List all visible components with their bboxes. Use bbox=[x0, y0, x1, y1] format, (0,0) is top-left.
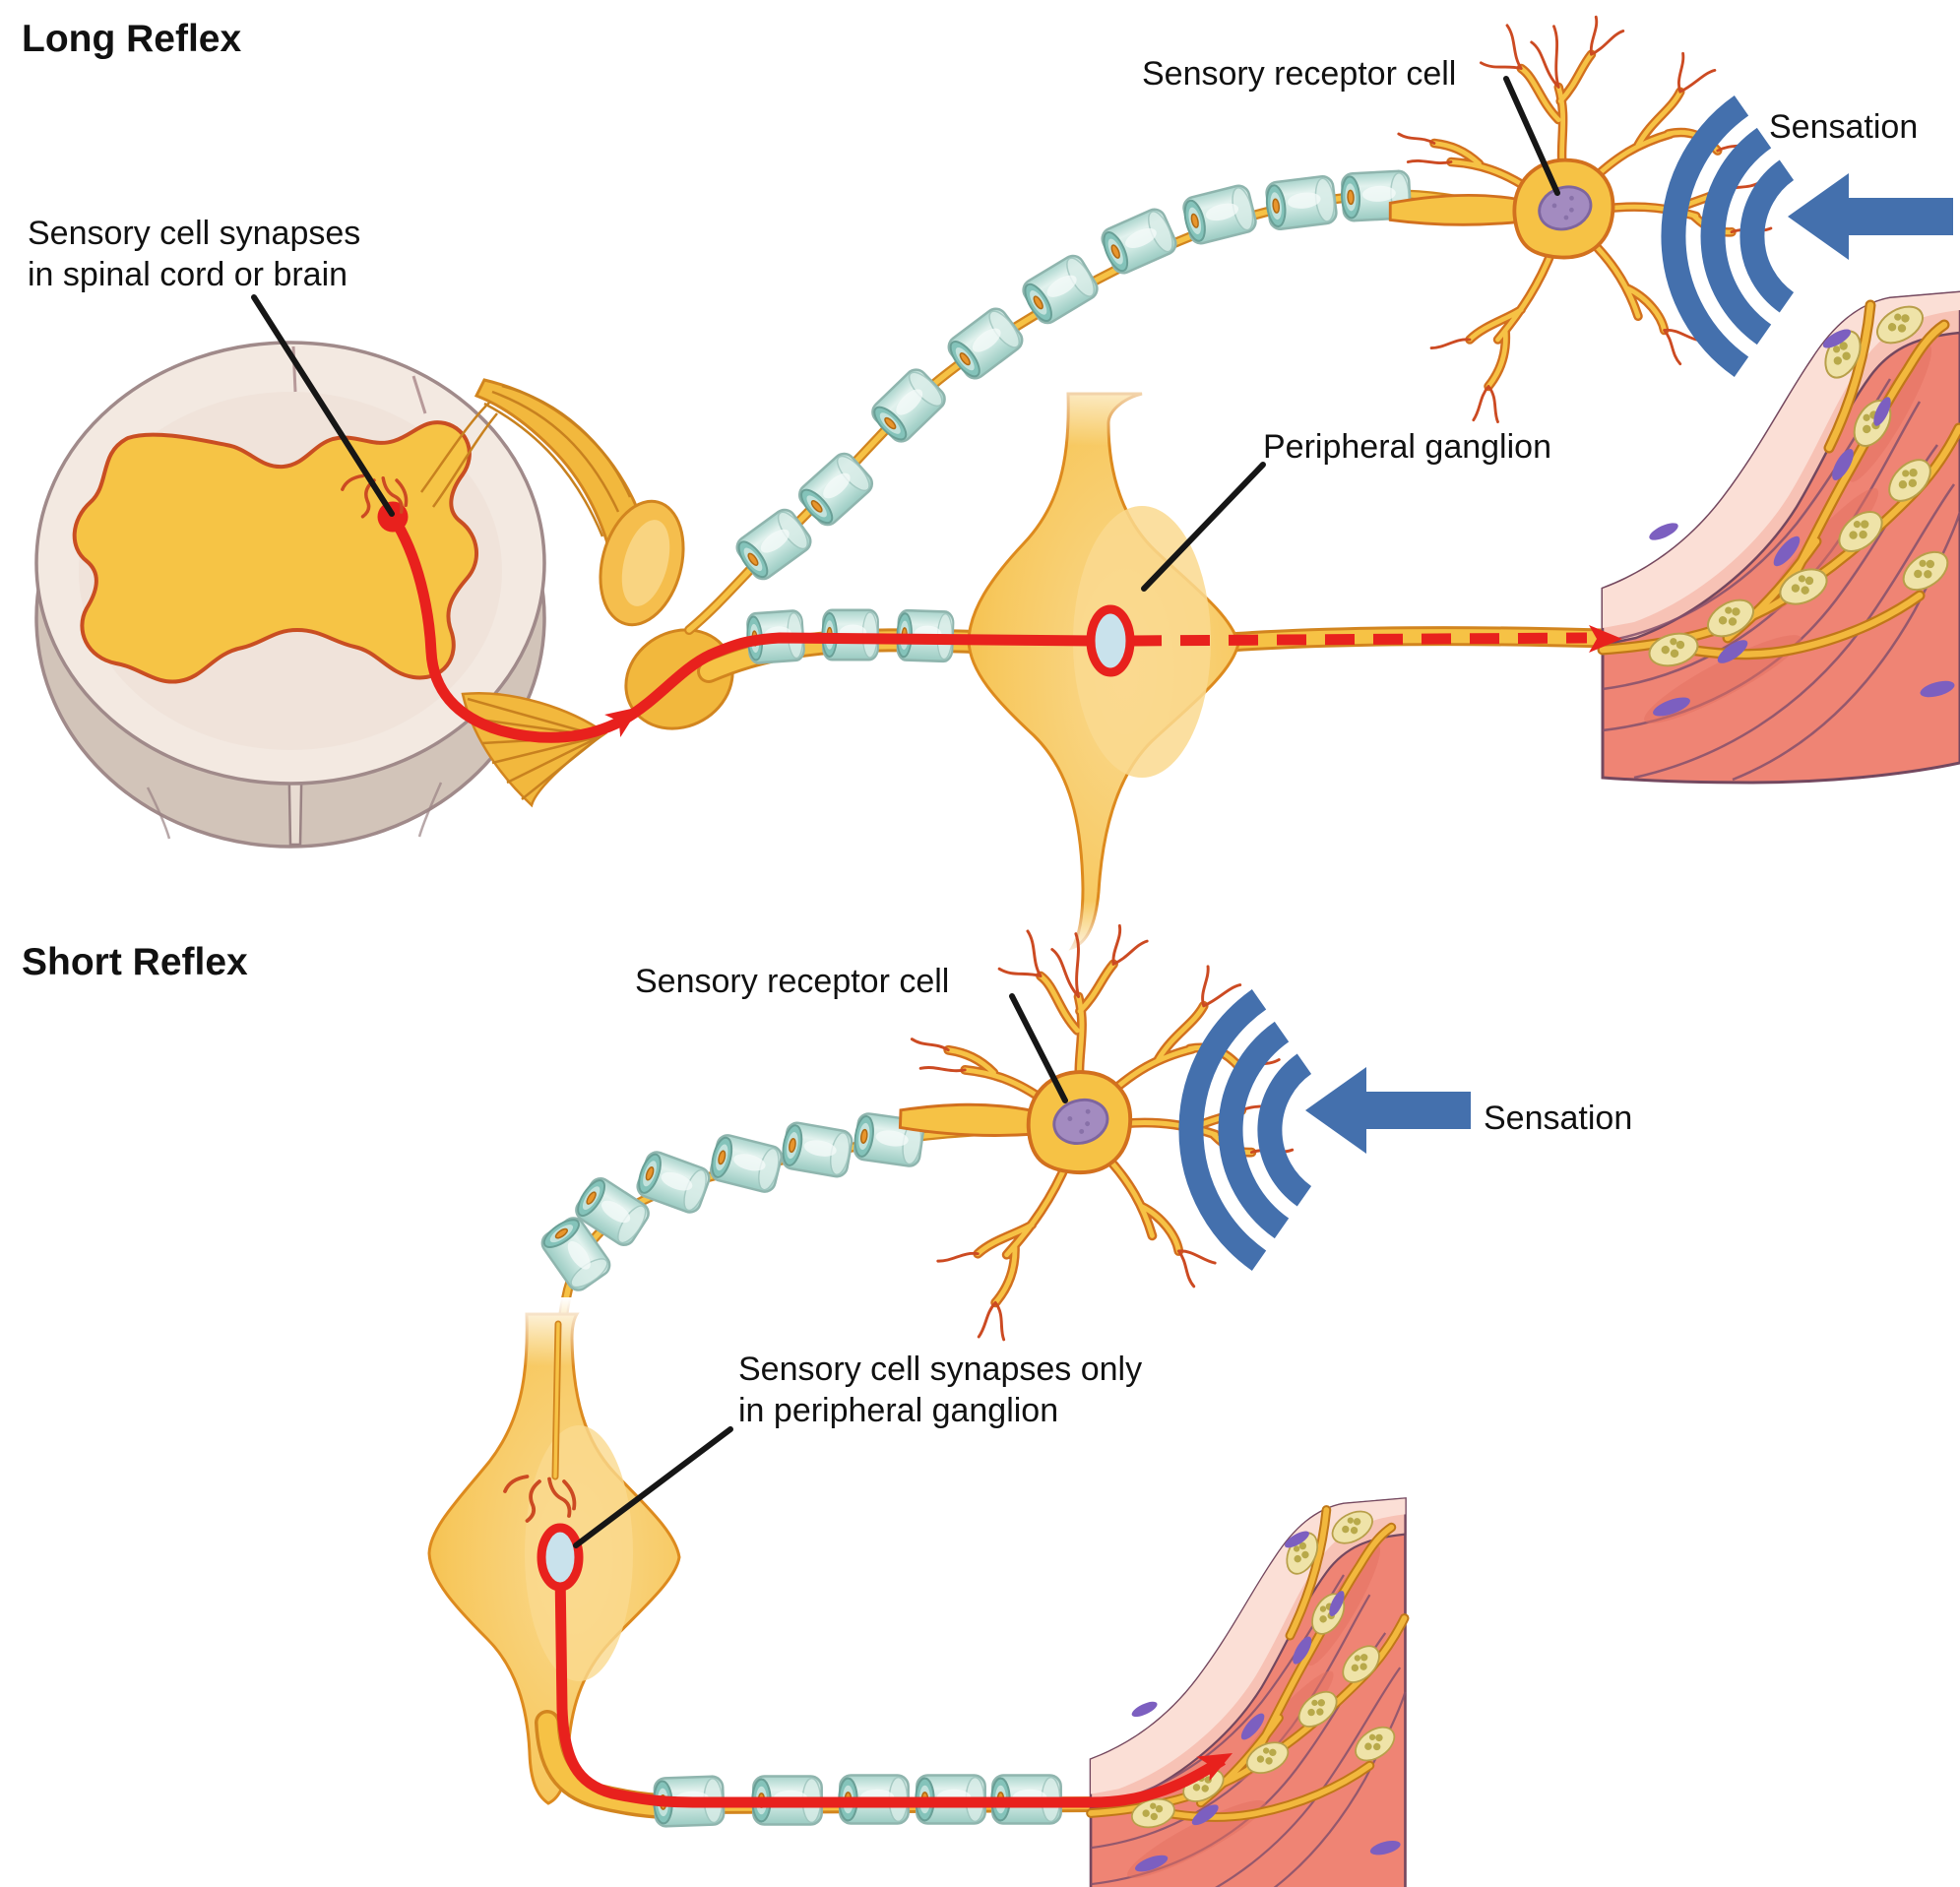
postganglionic-dashed-path bbox=[1131, 632, 1588, 647]
cord-fissure-groove bbox=[146, 782, 443, 840]
spinal-synapse-label-line1: Sensory cell synapses bbox=[28, 215, 360, 252]
pointer-line bbox=[251, 294, 395, 517]
spinal-cord-cross-section bbox=[34, 341, 546, 849]
ganglion-passing-synapse bbox=[1086, 604, 1135, 677]
spinal-nerve-roots bbox=[419, 378, 734, 808]
sensation-label-long: Sensation bbox=[1769, 108, 1918, 146]
dorsal-root-sheath-highlight bbox=[621, 520, 670, 606]
spinal-cord-synapse-dot bbox=[377, 501, 409, 533]
ganglion-synapse-label-line1: Sensory cell synapses only bbox=[738, 1351, 1142, 1388]
reflex-pathway-long bbox=[341, 473, 1622, 743]
ganglion-synapse-label-line2: in peripheral ganglion bbox=[738, 1392, 1058, 1429]
pathway-arrowhead bbox=[604, 707, 640, 737]
target-muscle-short bbox=[1091, 1499, 1405, 1887]
sensory-receptor-label-short: Sensory receptor cell bbox=[635, 963, 949, 1000]
pointer-line bbox=[1009, 993, 1068, 1103]
ganglion-bottom-fade bbox=[1048, 901, 1117, 960]
reflex-pathway-short bbox=[537, 1523, 1233, 1808]
sensation-icon-short bbox=[1191, 999, 1471, 1260]
short-reflex-section: Short Reflex Sensory receptor cell Sensa… bbox=[22, 918, 1632, 1887]
ganglion-top-fade bbox=[1039, 362, 1167, 446]
pathway-arrowhead bbox=[1196, 1753, 1233, 1782]
short-reflex-title: Short Reflex bbox=[22, 941, 248, 983]
peripheral-ganglion-label: Peripheral ganglion bbox=[1263, 428, 1551, 466]
sensory-receptor-label-long: Sensory receptor cell bbox=[1142, 55, 1456, 93]
target-muscle-long bbox=[1603, 292, 1960, 783]
pointer-line bbox=[1503, 76, 1560, 196]
posterior-median-sulcus bbox=[291, 346, 427, 414]
sensation-label-short: Sensation bbox=[1484, 1100, 1632, 1137]
long-reflex-section: Long Reflex Sensory cell synapses in spi… bbox=[22, 17, 1960, 960]
pathway-arrowhead bbox=[1589, 625, 1622, 653]
long-reflex-title: Long Reflex bbox=[22, 18, 241, 60]
spinal-synapse-label-line2: in spinal cord or brain bbox=[28, 256, 348, 293]
myelin-sheath-chain-receptor bbox=[536, 1110, 926, 1296]
pointer-line bbox=[1141, 462, 1266, 592]
ganglion-synapse bbox=[537, 1523, 584, 1592]
ganglion-top-fade bbox=[507, 1297, 591, 1366]
pointer-line bbox=[573, 1426, 733, 1548]
